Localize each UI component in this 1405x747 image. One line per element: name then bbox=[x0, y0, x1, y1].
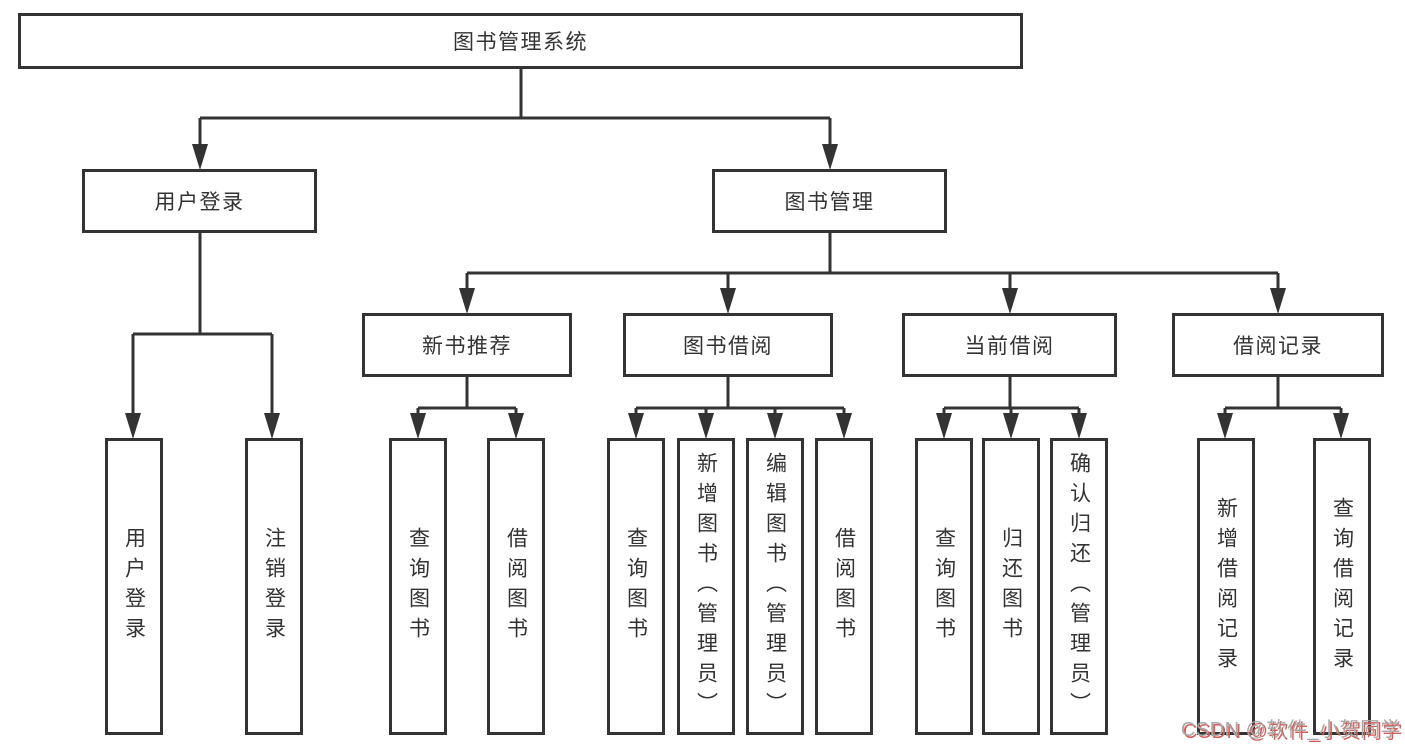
leaf-confirm-return-admin-label: 确认归还（管理员） bbox=[1067, 451, 1091, 722]
leaf-query-books-current: 查询图书 bbox=[915, 438, 973, 735]
node-book-borrow: 图书借阅 bbox=[623, 313, 833, 377]
leaf-query-books-recommend: 查询图书 bbox=[389, 438, 447, 735]
leaf-return-book: 归还图书 bbox=[982, 438, 1040, 735]
node-book-management: 图书管理 bbox=[712, 169, 947, 233]
csdn-watermark: CSDN @软件_小贺同学 bbox=[1180, 719, 1401, 741]
leaf-borrow-books: 借阅图书 bbox=[815, 438, 873, 735]
leaf-edit-book-admin: 编辑图书（管理员） bbox=[746, 438, 804, 735]
leaf-confirm-return-admin: 确认归还（管理员） bbox=[1050, 438, 1108, 735]
node-new-book-recommend-label: 新书推荐 bbox=[422, 335, 512, 358]
leaf-query-books-recommend-label: 查询图书 bbox=[406, 526, 430, 647]
leaf-query-books-current-label: 查询图书 bbox=[932, 526, 956, 647]
node-user-login: 用户登录 bbox=[82, 169, 317, 233]
leaf-add-book-admin-label: 新增图书（管理员） bbox=[694, 451, 718, 722]
node-book-borrow-label: 图书借阅 bbox=[683, 335, 773, 358]
leaf-query-books-borrow: 查询图书 bbox=[607, 438, 665, 735]
node-book-management-label: 图书管理 bbox=[784, 191, 875, 214]
leaf-user-login-label: 用户登录 bbox=[122, 526, 146, 647]
leaf-query-books-borrow-label: 查询图书 bbox=[624, 526, 648, 647]
node-borrow-records-label: 借阅记录 bbox=[1233, 335, 1323, 358]
leaf-user-login: 用户登录 bbox=[105, 438, 163, 735]
arrowheads bbox=[125, 144, 1349, 439]
leaf-add-book-admin: 新增图书（管理员） bbox=[677, 438, 735, 735]
leaf-return-book-label: 归还图书 bbox=[999, 526, 1023, 647]
node-root-label: 图书管理系统 bbox=[453, 31, 588, 54]
leaf-query-borrow-record-label: 查询借阅记录 bbox=[1330, 496, 1354, 677]
node-current-borrow-label: 当前借阅 bbox=[964, 335, 1055, 358]
node-new-book-recommend: 新书推荐 bbox=[362, 313, 572, 377]
leaf-borrow-books-recommend: 借阅图书 bbox=[487, 438, 545, 735]
leaf-add-borrow-record-label: 新增借阅记录 bbox=[1214, 496, 1238, 677]
node-root: 图书管理系统 bbox=[18, 13, 1023, 69]
node-borrow-records: 借阅记录 bbox=[1172, 313, 1384, 377]
leaf-query-borrow-record: 查询借阅记录 bbox=[1313, 438, 1371, 735]
leaf-logout-label: 注销登录 bbox=[262, 526, 286, 647]
node-user-login-label: 用户登录 bbox=[154, 191, 245, 214]
leaf-edit-book-admin-label: 编辑图书（管理员） bbox=[763, 451, 787, 722]
leaf-borrow-books-label: 借阅图书 bbox=[832, 526, 856, 647]
leaf-borrow-books-recommend-label: 借阅图书 bbox=[504, 526, 528, 647]
node-current-borrow: 当前借阅 bbox=[902, 313, 1117, 377]
leaf-add-borrow-record: 新增借阅记录 bbox=[1197, 438, 1255, 735]
leaf-logout: 注销登录 bbox=[245, 438, 303, 735]
